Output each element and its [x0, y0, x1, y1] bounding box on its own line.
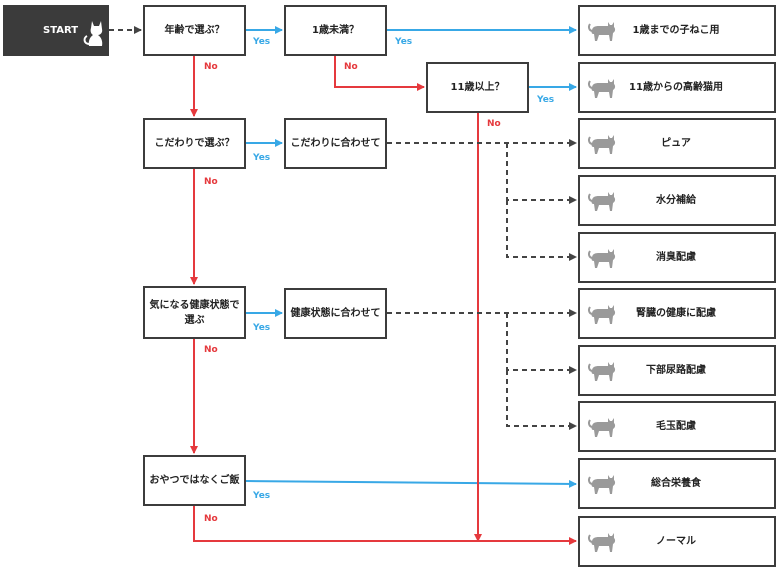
- edge-snack-yes: [245, 479, 577, 488]
- cat-icon: [587, 359, 617, 383]
- result-kidney: 腎臓の健康に配慮: [578, 288, 776, 339]
- result-hairball-label: 毛玉配慮: [656, 421, 696, 432]
- cat-icon: [587, 530, 617, 554]
- answer-kodawari-label: こだわりに合わせて: [290, 138, 381, 149]
- answer-kodawari: こだわりに合わせて: [284, 118, 387, 169]
- no-label-age: No: [204, 62, 218, 72]
- question-health: 気になる健康状態で選ぶ: [143, 286, 246, 339]
- cat-icon: [587, 19, 617, 43]
- yes-label-age: Yes: [253, 37, 271, 47]
- question-age: 年齢で選ぶ？: [143, 5, 246, 56]
- result-complete-nutrition: 総合栄養食: [578, 458, 776, 509]
- question-over-11: 11歳以上？: [426, 62, 529, 113]
- cat-icon: [587, 246, 617, 270]
- result-hairball: 毛玉配慮: [578, 401, 776, 452]
- result-odor-label: 消臭配慮: [656, 252, 696, 263]
- yes-label-snack: Yes: [253, 491, 271, 501]
- yes-label-kodawari: Yes: [253, 153, 271, 163]
- no-label-kodawari: No: [204, 177, 218, 187]
- edge-snack-no: [193, 506, 577, 545]
- question-snack: おやつではなくご飯: [143, 455, 246, 506]
- question-kodawari: こだわりで選ぶ？: [143, 118, 246, 169]
- no-label-health: No: [204, 345, 218, 355]
- cat-icon: [587, 132, 617, 156]
- cat-icon: [83, 21, 103, 46]
- result-senior-label: 11歳からの高齢猫用: [629, 82, 723, 93]
- result-kidney-label: 腎臓の健康に配慮: [636, 308, 716, 319]
- start-label: START: [43, 25, 79, 36]
- edge-kodawari-hydration: [506, 143, 577, 204]
- cat-icon: [587, 76, 617, 100]
- result-kitten-label: 1歳までの子ねこ用: [632, 25, 720, 36]
- result-hydration-label: 水分補給: [656, 195, 696, 206]
- edge-under1-no: [334, 56, 425, 91]
- question-kodawari-label: こだわりで選ぶ？: [154, 138, 235, 149]
- cat-icon: [587, 189, 617, 213]
- result-complete-nutrition-label: 総合栄養食: [651, 478, 701, 489]
- question-under-1: 1歳未満？: [284, 5, 387, 56]
- answer-health-label: 健康状態に合わせて: [290, 308, 381, 319]
- no-label-snack: No: [204, 514, 218, 524]
- yes-label-under-1: Yes: [395, 37, 413, 47]
- yes-label-over-11: Yes: [537, 95, 555, 105]
- cat-icon: [587, 415, 617, 439]
- result-urinary-label: 下部尿路配慮: [646, 365, 706, 376]
- edge-kodawari-odor: [506, 200, 577, 261]
- no-label-over-11: No: [487, 119, 501, 129]
- result-normal-label: ノーマル: [656, 536, 696, 547]
- edge-health-urinary: [506, 313, 577, 374]
- result-pure-label: ピュア: [661, 138, 691, 149]
- result-hydration: 水分補給: [578, 175, 776, 226]
- result-pure: ピュア: [578, 118, 776, 169]
- result-odor: 消臭配慮: [578, 232, 776, 283]
- question-snack-label: おやつではなくご飯: [149, 475, 240, 486]
- edge-health-hairball: [506, 370, 577, 430]
- no-label-under-1: No: [344, 62, 358, 72]
- question-over-11-label: 11歳以上？: [450, 82, 505, 93]
- result-urinary: 下部尿路配慮: [578, 345, 776, 396]
- result-kitten: 1歳までの子ねこ用: [578, 5, 776, 56]
- result-senior: 11歳からの高齢猫用: [578, 62, 776, 113]
- cat-icon: [587, 472, 617, 496]
- result-normal: ノーマル: [578, 516, 776, 567]
- question-under-1-label: 1歳未満？: [312, 25, 359, 36]
- start-node: START: [3, 5, 109, 56]
- question-health-label: 気になる健康状態で選ぶ: [149, 299, 240, 326]
- cat-icon: [587, 302, 617, 326]
- question-age-label: 年齢で選ぶ？: [164, 25, 225, 36]
- yes-label-health: Yes: [253, 323, 271, 333]
- answer-health: 健康状態に合わせて: [284, 288, 387, 339]
